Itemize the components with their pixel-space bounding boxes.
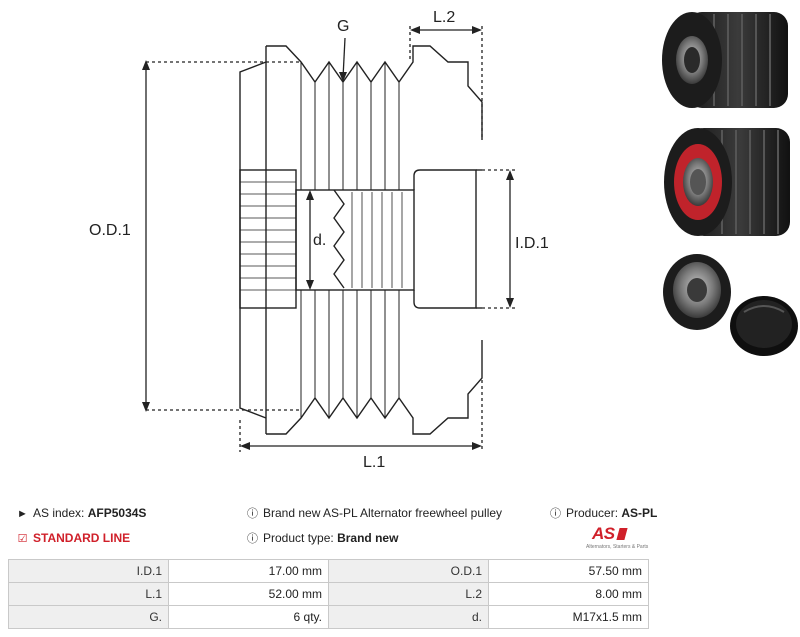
d-label: d. — [313, 232, 326, 249]
spec-label: L.1 — [8, 582, 169, 606]
description-line: ⓘ Brand new AS-PL Alternator freewheel pu… — [246, 506, 502, 521]
spec-value: 6 qty. — [168, 605, 329, 629]
info-icon: ⓘ — [550, 508, 561, 520]
product-type-line: ⓘ Product type: Brand new — [246, 531, 398, 546]
pulley-technical-drawing: G L.2 O.D.1 d. I.D.1 L.1 — [89, 9, 549, 471]
producer-line: ⓘ Producer: AS-PL — [549, 506, 657, 521]
photo-pulley-with-cap — [663, 254, 798, 356]
photo-pulley-front — [662, 12, 788, 108]
product-photos — [662, 12, 798, 356]
spec-value: 52.00 mm — [168, 582, 329, 606]
spec-label: d. — [328, 605, 489, 629]
spec-label: O.D.1 — [328, 559, 489, 583]
spec-label: L.2 — [328, 582, 489, 606]
drawing-bore — [295, 189, 415, 291]
specs-table: I.D.1 17.00 mm O.D.1 57.50 mm L.1 52.00 … — [8, 559, 649, 629]
spec-value: M17x1.5 mm — [488, 605, 649, 629]
table-row: I.D.1 17.00 mm O.D.1 57.50 mm — [8, 559, 649, 583]
drawing-bearing-housing — [413, 169, 477, 309]
standard-line-label: STANDARD LINE — [33, 531, 131, 545]
product-description: Brand new AS-PL Alternator freewheel pul… — [263, 506, 503, 520]
table-row: G. 6 qty. d. M17x1.5 mm — [8, 605, 649, 629]
od1-label: O.D.1 — [89, 222, 131, 239]
info-icon: ⓘ — [247, 508, 258, 520]
photo-pulley-bearing — [664, 128, 790, 236]
as-index-value: AFP5034S — [87, 506, 147, 520]
as-pl-logo: AS Alternators, Starters & Parts — [586, 524, 649, 550]
standard-line-badge: ☑ STANDARD LINE — [16, 531, 131, 546]
producer-label: Producer: — [566, 506, 619, 520]
check-square-icon: ☑ — [17, 533, 28, 545]
spec-label: I.D.1 — [8, 559, 169, 583]
drawing-top-ribs — [266, 45, 483, 140]
g-pointer-line — [342, 37, 346, 79]
info-icon: ⓘ — [247, 533, 258, 545]
g-label: G — [337, 18, 349, 35]
as-index-line: ► AS index: AFP5034S — [16, 506, 146, 521]
l2-label: L.2 — [433, 9, 455, 26]
spec-label: G. — [8, 605, 169, 629]
drawing-rib-lines — [300, 62, 400, 418]
table-row: L.1 52.00 mm L.2 8.00 mm — [8, 582, 649, 606]
l1-label: L.1 — [363, 454, 385, 471]
drawing-thread — [333, 189, 345, 289]
tag-icon: ► — [17, 508, 28, 520]
product-type-label: Product type: — [263, 531, 334, 545]
id1-label: I.D.1 — [515, 235, 549, 252]
producer-value: AS-PL — [621, 506, 658, 520]
as-index-label: AS index: — [33, 506, 85, 520]
spec-value: 57.50 mm — [488, 559, 649, 583]
spec-value: 8.00 mm — [488, 582, 649, 606]
spec-value: 17.00 mm — [168, 559, 329, 583]
product-type-value: Brand new — [337, 531, 399, 545]
drawing-bottom-ribs — [266, 340, 483, 435]
